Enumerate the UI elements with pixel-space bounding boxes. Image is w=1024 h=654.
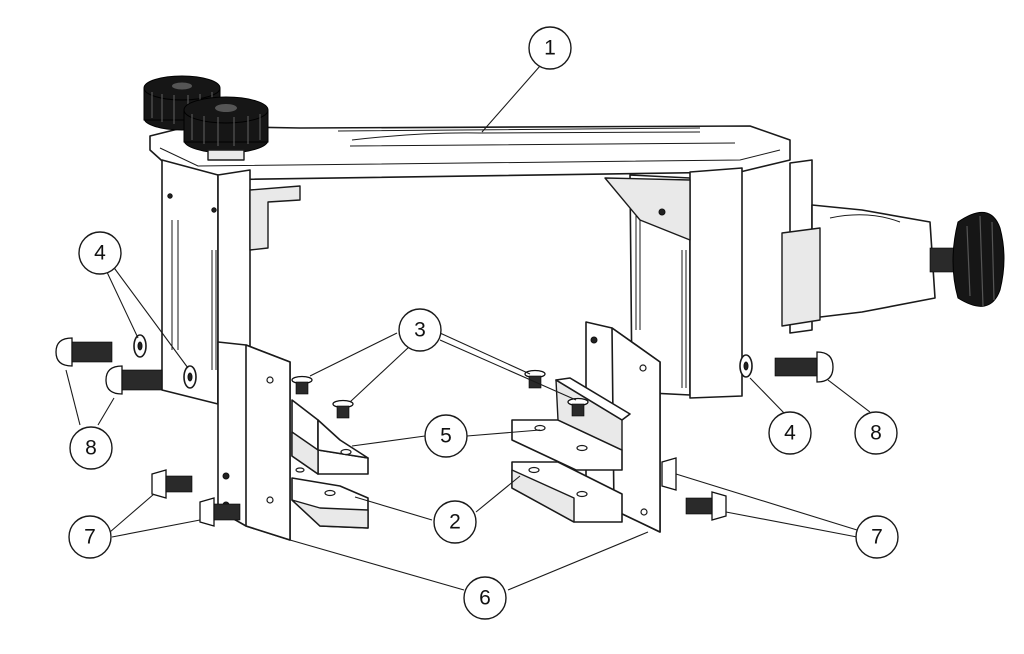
callout-3: 3	[398, 308, 442, 352]
callout-2: 2	[433, 500, 477, 544]
leader-lines	[65, 65, 871, 591]
svg-text:3: 3	[414, 319, 426, 342]
washer	[183, 365, 197, 389]
svg-text:7: 7	[871, 526, 883, 549]
countersunk-screw	[151, 469, 193, 499]
button-screw	[55, 337, 113, 367]
button-screw	[774, 351, 834, 383]
callout-8-left: 8	[69, 426, 113, 470]
callout-4-right: 4	[768, 411, 812, 455]
svg-text:4: 4	[94, 242, 106, 265]
countersunk-screw	[661, 457, 677, 491]
svg-text:6: 6	[479, 587, 491, 610]
callout-5: 5	[424, 414, 468, 458]
button-screw-set	[55, 337, 834, 395]
angle-bracket-left	[291, 399, 369, 475]
svg-text:1: 1	[544, 37, 556, 60]
svg-text:2: 2	[449, 511, 461, 534]
callout-4-left: 4	[78, 231, 122, 275]
flat-screw	[332, 399, 354, 419]
clamp-knob	[929, 212, 1005, 307]
callout-6: 6	[463, 576, 507, 620]
washer	[739, 354, 753, 378]
flat-screw	[291, 375, 313, 395]
svg-text:8: 8	[870, 422, 882, 445]
callout-7-left: 7	[68, 515, 112, 559]
spacer-block-left	[291, 467, 369, 529]
countersunk-screw	[199, 497, 241, 527]
countersunk-screw	[685, 491, 727, 521]
spacer-block-right	[511, 461, 623, 523]
main-bracket	[143, 75, 791, 405]
angle-bracket-right	[511, 377, 631, 471]
svg-text:4: 4	[784, 422, 796, 445]
callout-8-right: 8	[854, 411, 898, 455]
top-knob-front	[183, 96, 269, 161]
side-clamp-assembly	[781, 159, 1005, 334]
flat-screw	[567, 397, 589, 417]
countersunk-screw-set	[151, 457, 727, 527]
side-plate-right	[585, 321, 661, 533]
side-plate-left	[217, 341, 291, 541]
button-screw	[105, 365, 163, 395]
flat-screw-set	[291, 369, 589, 419]
svg-text:7: 7	[84, 526, 96, 549]
washer	[133, 334, 147, 358]
washer-set	[133, 334, 753, 389]
svg-text:8: 8	[85, 437, 97, 460]
callout-1: 1	[528, 26, 572, 70]
svg-text:5: 5	[440, 425, 452, 448]
callout-7-right: 7	[855, 515, 899, 559]
